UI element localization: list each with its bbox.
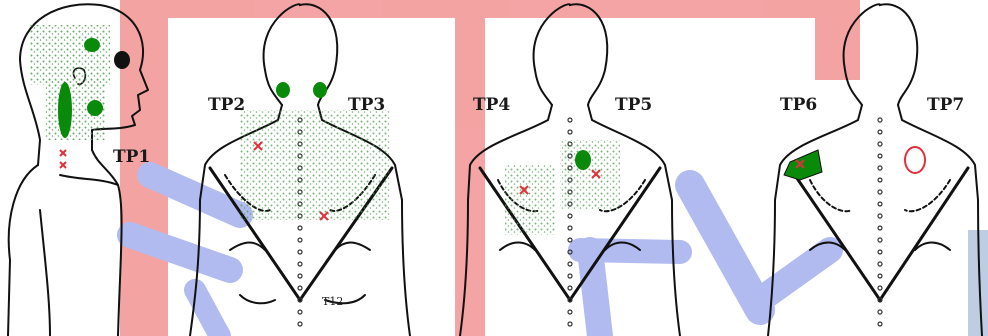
- label-tp2: TP2: [208, 95, 245, 115]
- label-t12: T12: [322, 295, 343, 308]
- label-tp7: TP7: [927, 95, 964, 115]
- referred-pain-head: [30, 25, 110, 85]
- watermark-right-bar: [815, 0, 860, 80]
- referred-pain-upper-back: [240, 110, 390, 220]
- trigger-area-tp5: [575, 150, 591, 170]
- watermark-blue-stroke-6: [690, 185, 760, 310]
- watermark-top-bar: [120, 0, 860, 18]
- spine-dots-3: [878, 118, 882, 326]
- watermark-blue-stroke-5: [580, 250, 680, 252]
- label-tp1: TP1: [113, 147, 150, 167]
- watermark-blue-stroke-7: [760, 250, 830, 300]
- referred-pain-shoulder: [505, 165, 555, 235]
- trigger-area-tp3: [313, 82, 327, 98]
- trigger-area-tp2: [276, 82, 290, 98]
- label-tp5: TP5: [615, 95, 652, 115]
- referred-pain-scapula: [560, 140, 620, 210]
- label-tp3: TP3: [348, 95, 385, 115]
- watermark-blue-stroke-3: [195, 290, 220, 336]
- label-tp4: TP4: [473, 95, 510, 115]
- eye: [114, 51, 130, 69]
- circle-mark-icon: [905, 147, 925, 173]
- label-tp6: TP6: [780, 95, 817, 115]
- trigger-area-neck: [58, 82, 72, 138]
- x-mark-icon: [60, 150, 66, 168]
- trigger-area-jaw: [87, 100, 103, 116]
- trigger-area-scalp: [84, 38, 100, 52]
